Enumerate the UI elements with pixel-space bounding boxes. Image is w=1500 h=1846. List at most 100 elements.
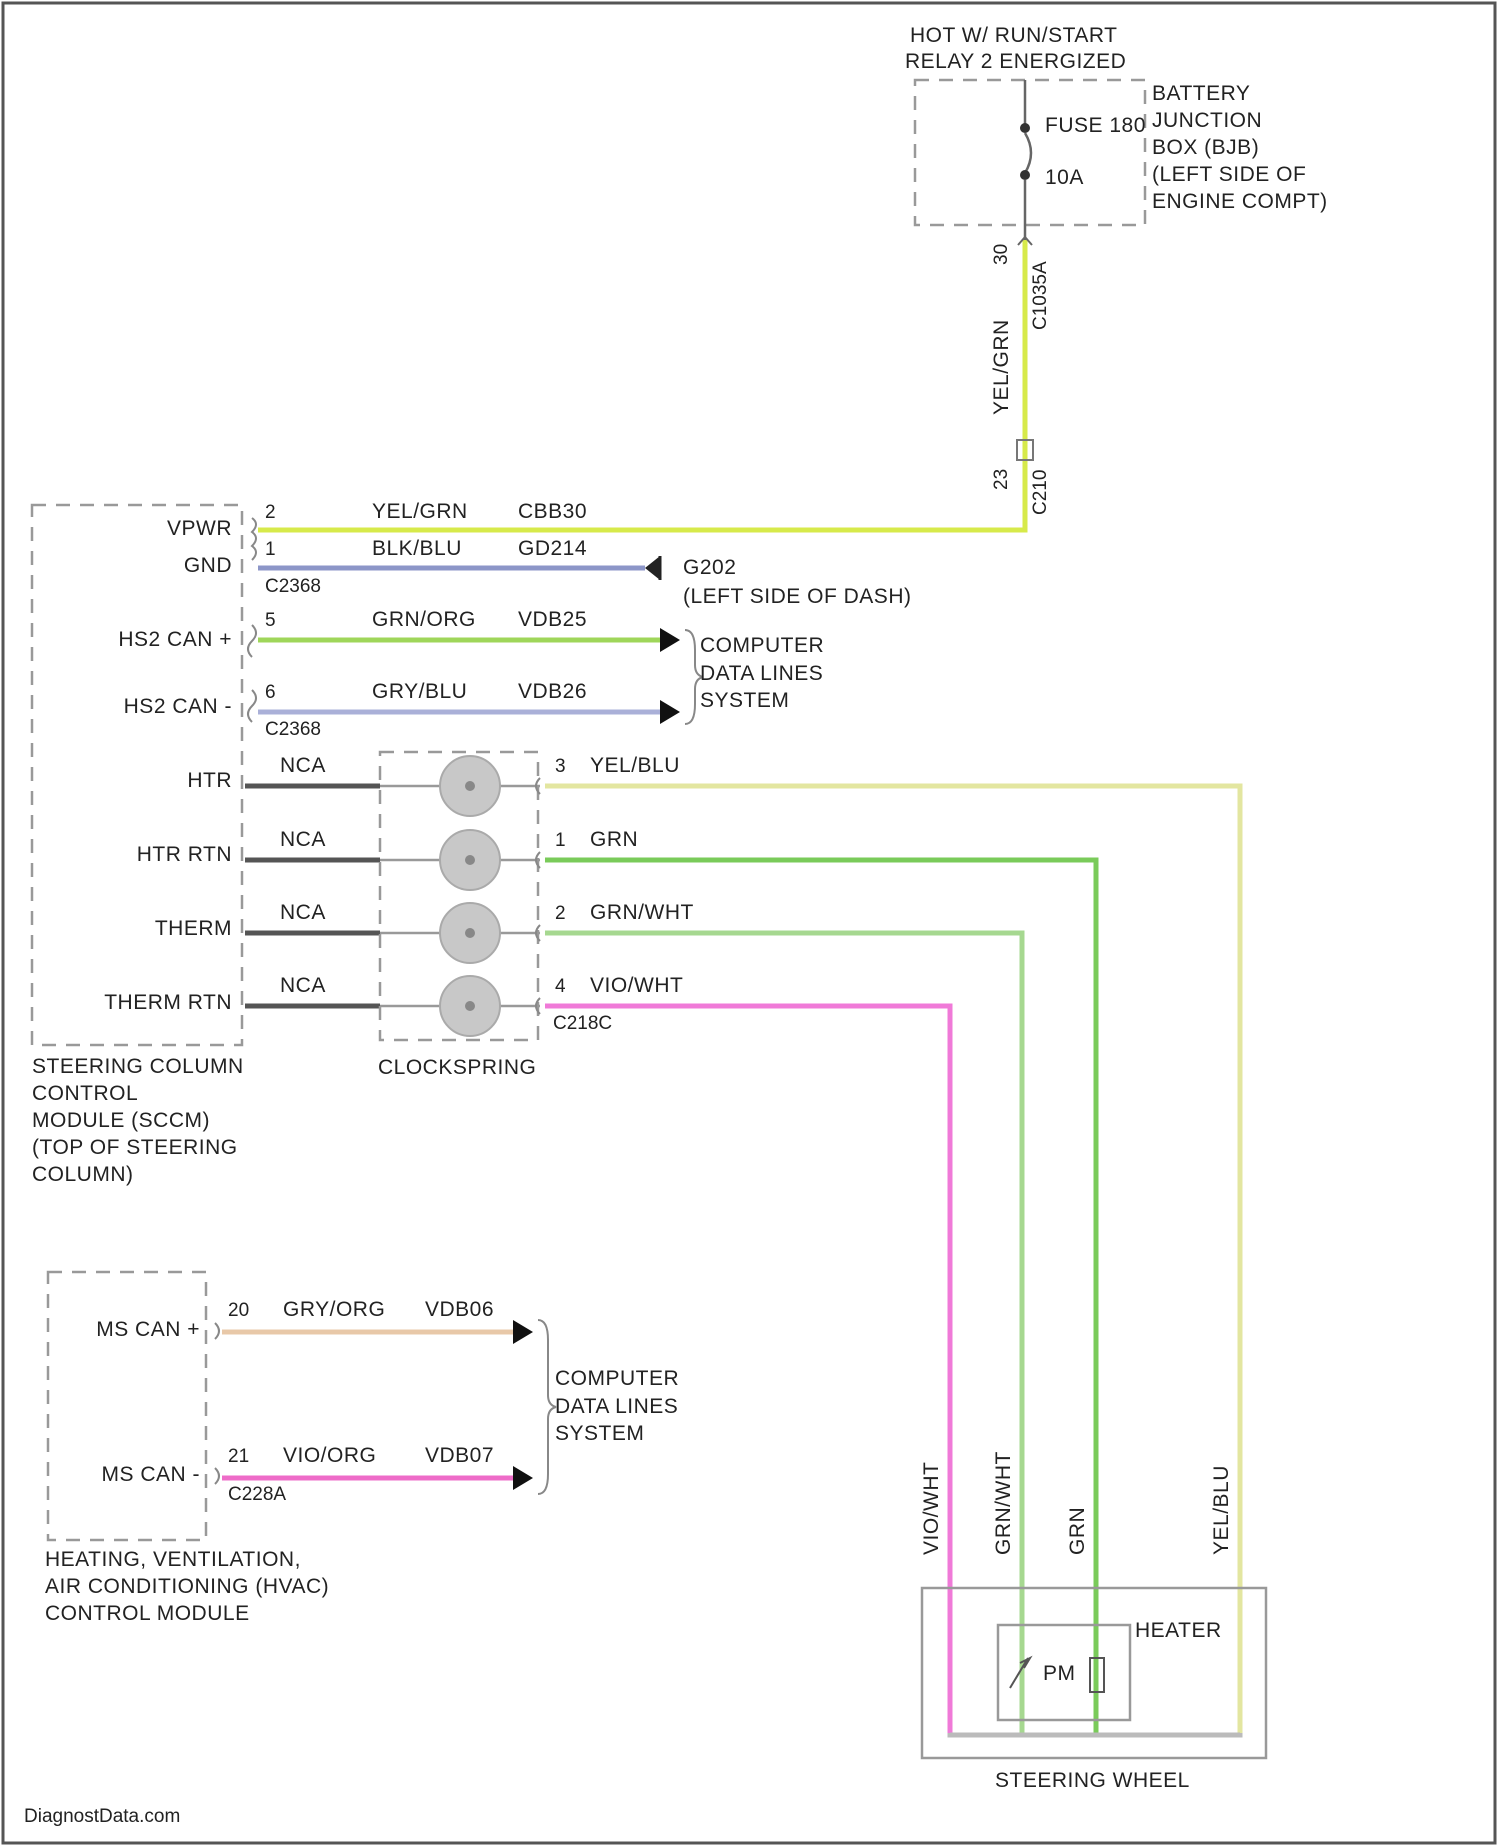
cs-color-vio-wht: VIO/WHT — [590, 974, 683, 997]
cdl2-line2: DATA LINES — [555, 1395, 678, 1418]
cs-color-grn: GRN — [590, 828, 638, 851]
cdl2-line1: COMPUTER — [555, 1367, 679, 1390]
sccm-name-line2: CONTROL — [32, 1082, 138, 1105]
ground-icon — [645, 556, 660, 580]
sccm-connector-brackets — [248, 518, 256, 722]
power-wire-color: YEL/GRN — [990, 319, 1013, 415]
hvac-module: HEATING, VENTILATION, AIR CONDITIONING (… — [45, 1272, 679, 1625]
power-source-line2: RELAY 2 ENERGIZED — [905, 50, 1126, 73]
sccm-pin-therm: THERM — [155, 917, 232, 940]
ms-can-minus-circuit: VDB07 — [425, 1444, 494, 1467]
htr-color: NCA — [280, 754, 326, 777]
sccm-pin-gnd: GND — [184, 554, 232, 577]
fuse-rating: 10A — [1045, 166, 1084, 189]
clockspring-output-wires — [545, 786, 1240, 1733]
ms-can-plus-pin: 20 — [228, 1300, 249, 1321]
coil-icon — [440, 756, 500, 816]
sccm-name-line1: STEERING COLUMN — [32, 1055, 244, 1078]
steering-wheel-name: STEERING WHEEL — [995, 1769, 1190, 1792]
cdl-bracket-2 — [538, 1320, 556, 1494]
cdl1-line1: COMPUTER — [700, 634, 824, 657]
arrow-icon — [513, 1320, 533, 1344]
bjb-line4: (LEFT SIDE OF — [1152, 163, 1306, 186]
vpwr-pin: 2 — [265, 502, 276, 523]
cdl2-line3: SYSTEM — [555, 1422, 644, 1445]
can-plus-circuit: VDB25 — [518, 608, 587, 631]
sccm-pin-hs2-can-plus: HS2 CAN + — [118, 628, 232, 651]
watermark: DiagnostData.com — [24, 1806, 180, 1827]
can-plus-pin: 5 — [265, 610, 276, 631]
can-connector: C2368 — [265, 719, 321, 740]
cs-color-grn-wht: GRN/WHT — [590, 901, 694, 924]
sccm-pin-htr: HTR — [187, 769, 232, 792]
gnd-color: BLK/BLU — [372, 537, 462, 560]
ms-can-minus-pin: 21 — [228, 1446, 249, 1467]
ground-location: (LEFT SIDE OF DASH) — [683, 585, 911, 608]
ms-can-minus-color: VIO/ORG — [283, 1444, 376, 1467]
bjb-line2: JUNCTION — [1152, 109, 1262, 132]
cs-color-yel-blu: YEL/BLU — [590, 754, 680, 777]
sccm-name-line4: (TOP OF STEERING — [32, 1136, 238, 1159]
gnd-pin: 1 — [265, 539, 276, 560]
gnd-circuit: GD214 — [518, 537, 587, 560]
cdl1-line3: SYSTEM — [700, 689, 789, 712]
therm-color: NCA — [280, 901, 326, 924]
coil-icon — [440, 976, 500, 1036]
hvac-name-line2: AIR CONDITIONING (HVAC) — [45, 1575, 329, 1598]
hvac-pin-ms-can-plus: MS CAN + — [96, 1318, 200, 1341]
bjb-line3: BOX (BJB) — [1152, 136, 1259, 159]
sccm-pin-htr-rtn: HTR RTN — [137, 843, 232, 866]
power-connector-top: C1035A — [1030, 261, 1051, 330]
cs-pin-2: 2 — [555, 903, 566, 924]
vpwr-color: YEL/GRN — [372, 500, 468, 523]
hvac-connector: C228A — [228, 1484, 286, 1505]
power-source: HOT W/ RUN/START RELAY 2 ENERGIZED FUSE … — [905, 24, 1328, 240]
arrow-icon — [513, 1466, 533, 1490]
vpwr-circuit: CBB30 — [518, 500, 587, 523]
can-minus-color: GRY/BLU — [372, 680, 467, 703]
sccm-pin-vpwr: VPWR — [167, 517, 232, 540]
bjb-line1: BATTERY — [1152, 82, 1250, 105]
sccm-pin-hs2-can-minus: HS2 CAN - — [124, 695, 232, 718]
ms-can-plus-color: GRY/ORG — [283, 1298, 385, 1321]
power-pin-bottom: 23 — [991, 469, 1012, 490]
can-minus-pin: 6 — [265, 682, 276, 703]
coil-icon — [440, 830, 500, 890]
fuse-icon — [1025, 133, 1031, 173]
fuse-label: FUSE 180 — [1045, 114, 1146, 137]
bjb-line5: ENGINE COMPT) — [1152, 190, 1328, 213]
power-source-line1: HOT W/ RUN/START — [910, 24, 1118, 47]
htr-rtn-color: NCA — [280, 828, 326, 851]
sccm-wires: 2 YEL/GRN CBB30 1 BLK/BLU GD214 C2368 G2… — [245, 500, 911, 1006]
hvac-pin-ms-can-minus: MS CAN - — [102, 1463, 201, 1486]
power-connector-bottom: C210 — [1030, 470, 1051, 515]
sw-wire-grn-wht: GRN/WHT — [992, 1451, 1015, 1555]
cs-connector: C218C — [553, 1013, 612, 1034]
power-feed-wire: 30 C1035A YEL/GRN 23 C210 — [258, 237, 1051, 530]
sw-wire-vio-wht: VIO/WHT — [920, 1462, 943, 1555]
ground-name: G202 — [683, 556, 736, 579]
cs-pin-3: 3 — [555, 756, 566, 777]
sw-wire-yel-blu: YEL/BLU — [1210, 1465, 1233, 1555]
heater-label: HEATER — [1135, 1619, 1222, 1642]
can-plus-color: GRN/ORG — [372, 608, 476, 631]
can-minus-circuit: VDB26 — [518, 680, 587, 703]
ms-can-plus-circuit: VDB06 — [425, 1298, 494, 1321]
sccm-name-line3: MODULE (SCCM) — [32, 1109, 210, 1132]
power-pin-top: 30 — [991, 244, 1012, 265]
arrow-icon — [660, 628, 680, 652]
sccm-module: STEERING COLUMN CONTROL MODULE (SCCM) (T… — [32, 505, 244, 1186]
clockspring-name: CLOCKSPRING — [378, 1056, 536, 1079]
gnd-connector: C2368 — [265, 576, 321, 597]
cs-pin-1: 1 — [555, 830, 566, 851]
sw-wire-grn: GRN — [1066, 1507, 1089, 1555]
therm-rtn-color: NCA — [280, 974, 326, 997]
clockspring: CLOCKSPRING 3 YEL/BL — [378, 752, 694, 1079]
hvac-name-line1: HEATING, VENTILATION, — [45, 1548, 301, 1571]
coil-icon — [440, 903, 500, 963]
hvac-box — [48, 1272, 206, 1540]
cs-pin-4: 4 — [555, 976, 566, 997]
hvac-name-line3: CONTROL MODULE — [45, 1602, 250, 1625]
cdl1-line2: DATA LINES — [700, 662, 823, 685]
